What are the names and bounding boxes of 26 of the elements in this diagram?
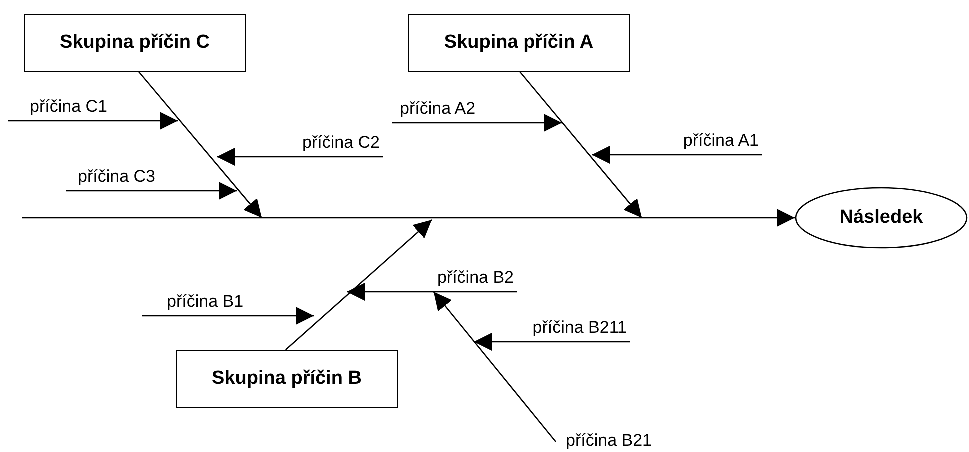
arrow xyxy=(433,292,556,442)
arrow xyxy=(347,283,517,301)
arrow xyxy=(138,72,262,218)
cause-label: příčina B211 xyxy=(508,318,630,342)
arrow xyxy=(142,307,314,325)
arrow xyxy=(474,333,630,351)
arrow xyxy=(217,148,383,166)
arrow xyxy=(8,112,178,130)
cause-label: příčina C2 xyxy=(238,133,383,157)
cause-label: příčina B21 xyxy=(556,431,686,452)
arrow xyxy=(22,209,795,227)
cause-label: příčina A2 xyxy=(392,99,522,123)
cause-group-box: Skupina příčin A xyxy=(408,14,630,72)
cause-label: příčina B2 xyxy=(391,268,517,292)
cause-group-box: Skupina příčin C xyxy=(24,14,246,72)
arrow xyxy=(66,182,237,200)
arrow xyxy=(592,146,762,164)
arrow xyxy=(520,72,642,218)
arrow xyxy=(285,220,432,350)
arrow xyxy=(392,114,562,132)
cause-label: příčina B1 xyxy=(142,292,287,316)
cause-group-box: Skupina příčin B xyxy=(176,350,398,408)
cause-label: příčina C1 xyxy=(8,97,158,121)
cause-label: příčina A1 xyxy=(623,131,762,155)
cause-label: příčina C3 xyxy=(66,167,206,191)
effect-ellipse: Následek xyxy=(795,187,968,249)
